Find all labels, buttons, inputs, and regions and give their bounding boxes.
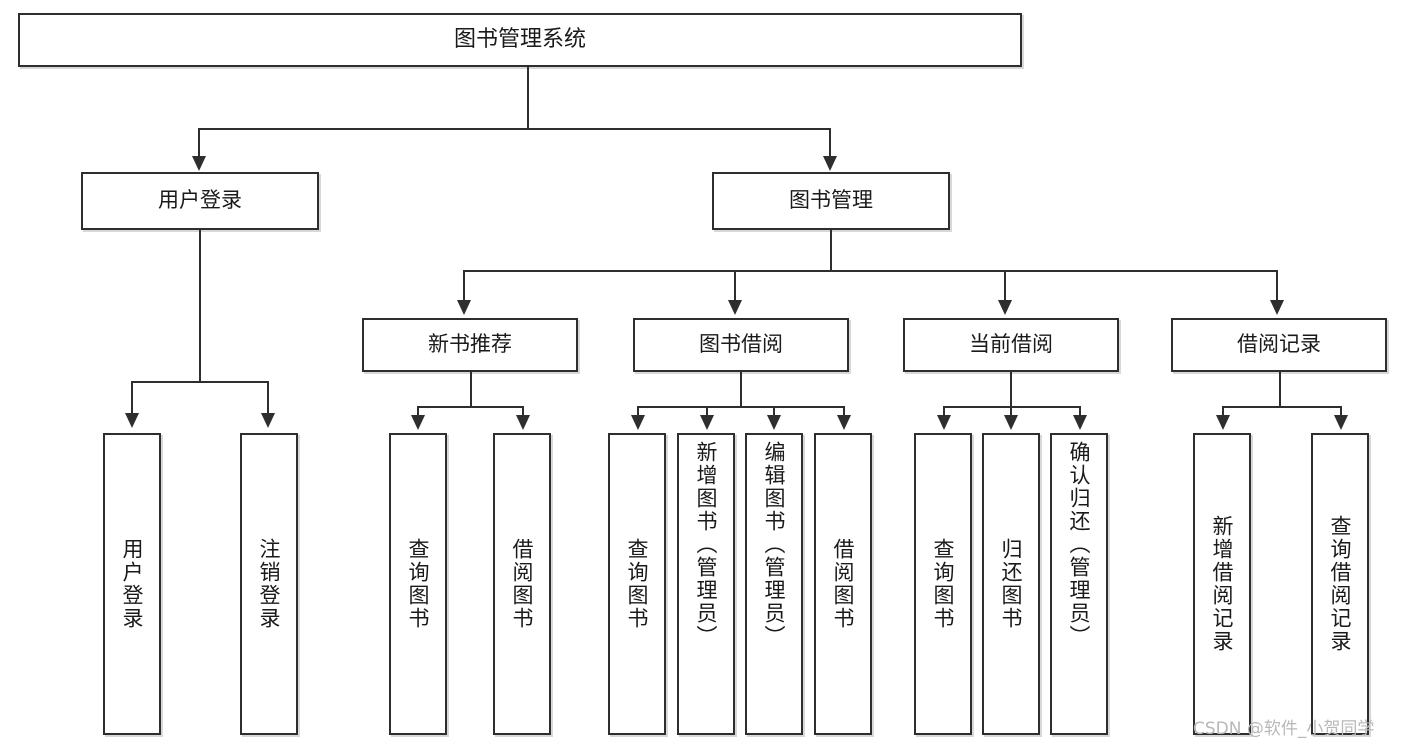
connector-to-book-mgmt (829, 128, 831, 158)
connector-book-borrow-drop-1 (637, 406, 639, 418)
connector-user-login-bus (131, 381, 268, 383)
leaf-user-login[interactable]: 用户登录 (103, 433, 161, 735)
node-root[interactable]: 图书管理系统 (18, 13, 1022, 67)
arrow-leaf-return-book (1004, 415, 1018, 430)
arrow-to-user-login (192, 156, 206, 171)
connector-level2-drop-3 (1004, 270, 1006, 302)
leaf-confirm-return[interactable]: 确认归还（管理员） (1050, 433, 1108, 735)
node-current-borrow[interactable]: 当前借阅 (903, 318, 1119, 372)
leaf-query-borrow-record-label: 查询借阅记录 (1328, 515, 1353, 653)
connector-book-borrow-drop-3 (773, 406, 775, 418)
node-book-management-label: 图书管理 (789, 188, 873, 213)
node-borrow-records[interactable]: 借阅记录 (1171, 318, 1387, 372)
connector-new-book-drop-2 (522, 406, 524, 418)
leaf-query-book-borrow[interactable]: 查询图书 (608, 433, 666, 735)
connector-current-borrow-drop-1 (943, 406, 945, 418)
connector-borrow-records-stem (1279, 372, 1281, 408)
connector-borrow-records-drop-1 (1222, 406, 1224, 418)
arrow-leaf-confirm-return (1073, 415, 1087, 430)
leaf-add-borrow-record[interactable]: 新增借阅记录 (1193, 433, 1251, 735)
leaf-query-borrow-record[interactable]: 查询借阅记录 (1311, 433, 1369, 735)
arrow-leaf-add-record (1216, 415, 1230, 430)
node-user-login-label: 用户登录 (158, 188, 242, 213)
leaf-user-login-label: 用户登录 (120, 538, 145, 630)
csdn-watermark: CSDN @软件_小贺同学 (1193, 719, 1375, 739)
connector-level1-bus (198, 128, 830, 130)
leaf-edit-book[interactable]: 编辑图书（管理员） (745, 433, 803, 735)
arrow-to-borrow-records (1270, 300, 1284, 315)
arrow-to-current-borrow (998, 300, 1012, 315)
connector-level2-drop-1 (463, 270, 465, 302)
leaf-query-book-recommend-label: 查询图书 (406, 538, 431, 630)
connector-borrow-records-drop-2 (1340, 406, 1342, 418)
leaf-return-book-label: 归还图书 (999, 538, 1024, 630)
connector-to-user-login (198, 128, 200, 158)
node-root-label: 图书管理系统 (453, 26, 586, 52)
leaf-edit-book-label: 编辑图书（管理员） (762, 441, 787, 648)
arrow-leaf-user-login (125, 413, 139, 428)
arrow-to-new-book-rec (457, 300, 471, 315)
connector-new-book-drop-1 (417, 406, 419, 418)
arrow-leaf-query-book-1 (411, 415, 425, 430)
leaf-logout[interactable]: 注销登录 (240, 433, 298, 735)
connector-user-login-drop-2 (267, 381, 269, 415)
connector-root-stem (527, 67, 529, 129)
node-book-borrow[interactable]: 图书借阅 (633, 318, 849, 372)
connector-user-login-stem (199, 230, 201, 382)
connector-book-borrow-drop-2 (706, 406, 708, 418)
connector-level2-drop-4 (1276, 270, 1278, 302)
connector-book-borrow-drop-4 (843, 406, 845, 418)
arrow-leaf-query-record (1334, 415, 1348, 430)
connector-user-login-drop-1 (131, 381, 133, 415)
leaf-query-book-recommend[interactable]: 查询图书 (389, 433, 447, 735)
leaf-confirm-return-label: 确认归还（管理员） (1067, 441, 1092, 648)
leaf-query-book-current[interactable]: 查询图书 (914, 433, 972, 735)
leaf-query-book-current-label: 查询图书 (931, 538, 956, 630)
leaf-borrow-book[interactable]: 借阅图书 (814, 433, 872, 735)
arrow-leaf-borrow-book-1 (516, 415, 530, 430)
connector-book-borrow-bus (637, 406, 844, 408)
connector-book-borrow-stem (740, 372, 742, 408)
node-book-management[interactable]: 图书管理 (712, 172, 950, 230)
arrow-to-book-mgmt (823, 156, 837, 171)
node-new-book-recommend[interactable]: 新书推荐 (362, 318, 578, 372)
node-borrow-records-label: 借阅记录 (1237, 332, 1321, 357)
connector-new-book-bus (417, 406, 523, 408)
leaf-borrow-book-recommend[interactable]: 借阅图书 (493, 433, 551, 735)
arrow-leaf-logout (261, 413, 275, 428)
node-new-book-recommend-label: 新书推荐 (428, 332, 512, 357)
arrow-to-book-borrow (728, 300, 742, 315)
leaf-borrow-book-recommend-label: 借阅图书 (510, 538, 535, 630)
leaf-query-book-borrow-label: 查询图书 (625, 538, 650, 630)
connector-new-book-stem (470, 372, 472, 408)
node-user-login[interactable]: 用户登录 (81, 172, 319, 230)
leaf-return-book[interactable]: 归还图书 (982, 433, 1040, 735)
connector-current-borrow-stem (1010, 372, 1012, 408)
leaf-add-book-label: 新增图书（管理员） (694, 441, 719, 648)
connector-level2-drop-2 (734, 270, 736, 302)
node-current-borrow-label: 当前借阅 (969, 332, 1053, 357)
leaf-borrow-book-label: 借阅图书 (831, 538, 856, 630)
node-book-borrow-label: 图书借阅 (699, 332, 783, 357)
connector-borrow-records-bus (1222, 406, 1341, 408)
connector-current-borrow-drop-2 (1010, 406, 1012, 418)
leaf-logout-label: 注销登录 (257, 538, 282, 630)
arrow-leaf-query-book-2 (631, 415, 645, 430)
arrow-leaf-borrow-book-2 (837, 415, 851, 430)
connector-book-mgmt-stem (830, 230, 832, 271)
arrow-leaf-query-book-3 (937, 415, 951, 430)
leaf-add-borrow-record-label: 新增借阅记录 (1210, 515, 1235, 653)
leaf-add-book[interactable]: 新增图书（管理员） (677, 433, 735, 735)
connector-level2-bus (463, 270, 1276, 272)
arrow-leaf-edit-book (767, 415, 781, 430)
arrow-leaf-add-book (700, 415, 714, 430)
connector-current-borrow-drop-3 (1079, 406, 1081, 418)
